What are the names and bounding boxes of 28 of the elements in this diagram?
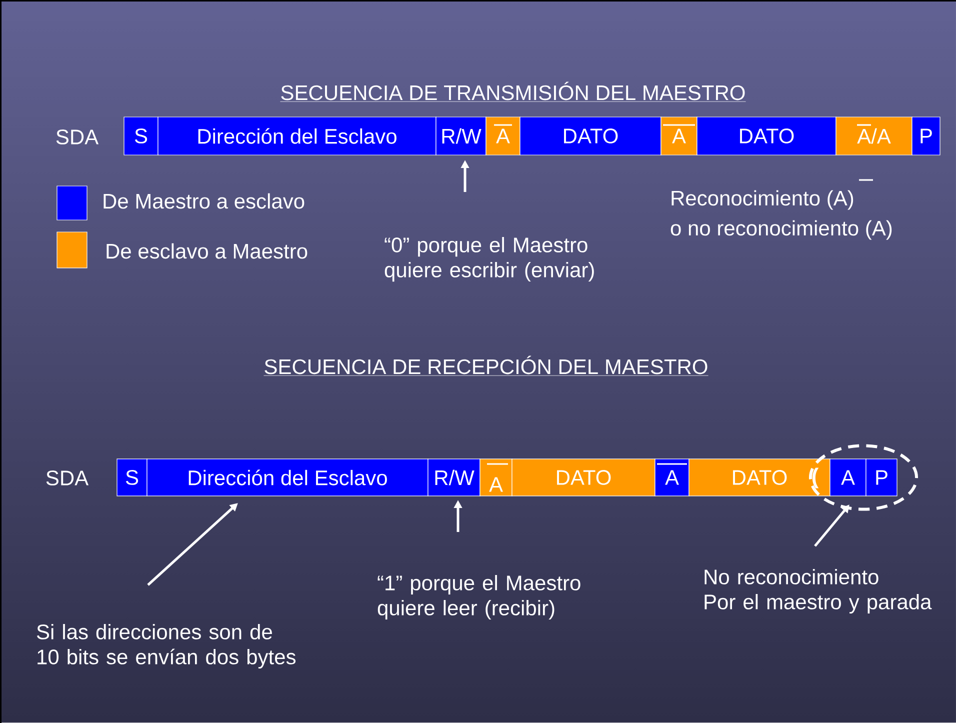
annotation-text: “0” porque el Maestro quiere escribir (enviar) <box>384 237 594 282</box>
bit-field-cell: P <box>866 458 898 496</box>
bit-field-cell: A/A <box>836 116 912 156</box>
signal-label: SDA <box>46 470 89 486</box>
section-heading: SECUENCIA DE TRANSMISIÓN DEL MAESTRO <box>280 82 746 102</box>
bit-field-cell: S <box>116 458 148 496</box>
annotation-text: o no reconocimiento (A) <box>670 220 892 240</box>
bit-field-cell: A <box>654 458 690 496</box>
annotation-text: Reconocimiento (A) <box>672 190 854 210</box>
annotation-text: “1” porque el Maestro quiere leer (recibir) <box>378 575 580 620</box>
bit-field-cell: R/W <box>428 458 480 496</box>
dashed-ellipse <box>808 444 918 511</box>
bit-field-cell: R/W <box>436 116 486 156</box>
bit-field-cell: A <box>660 116 698 156</box>
bit-field-cell: A <box>830 458 866 496</box>
legend-text: De Maestro a esclavo <box>104 193 304 209</box>
bit-field-cell: S <box>124 116 158 156</box>
legend-text: De esclavo a Maestro <box>106 243 308 259</box>
bit-field-cell: A <box>480 458 512 496</box>
annotation-text: No reconocimiento Por el maestro y parada <box>704 569 932 614</box>
section-heading: SECUENCIA DE RECEPCIÓN DEL MAESTRO <box>264 356 708 376</box>
bit-field-cell: DATO <box>520 116 662 156</box>
annotation-text: Si las direcciones son de 10 bits se envían dos bytes <box>36 624 296 669</box>
bit-field-cell: A <box>486 116 520 156</box>
bit-field-cell: DATO <box>696 116 836 156</box>
bit-field-cell: P <box>912 116 940 156</box>
signal-label: SDA <box>56 130 99 144</box>
parenthesis-mark: ( <box>812 468 819 488</box>
